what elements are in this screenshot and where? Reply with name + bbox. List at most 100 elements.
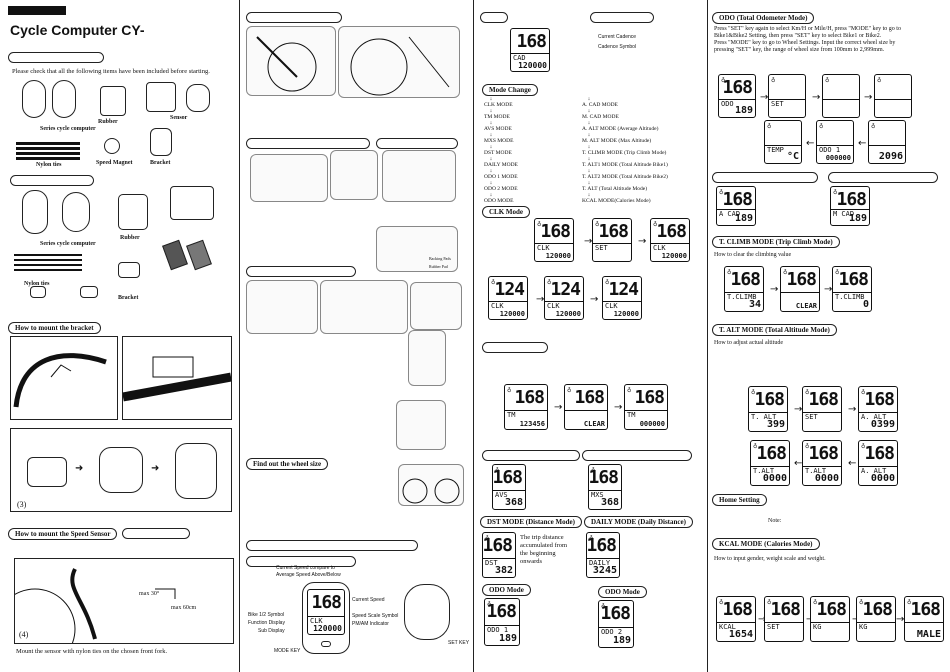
arrow-down-icon: ↓	[587, 120, 591, 126]
lcd-divider	[505, 410, 547, 412]
lcd-function-label: T.CLIMB	[835, 293, 865, 302]
rubber-pad-label: Rubber Pad	[429, 264, 448, 269]
bike-symbol-icon: ♁	[537, 222, 542, 228]
arrow-down-icon: ↓	[587, 156, 591, 162]
lcd-big-value: 168	[808, 389, 838, 410]
lcd-function-label: A. ALT	[861, 467, 887, 476]
bike-symbol-icon: ♁	[595, 222, 600, 228]
handlebar-sketch	[13, 353, 107, 408]
lcd-function-label: MXS	[591, 491, 604, 500]
bracket-diagram-3: ➜ ➜ (3)	[10, 428, 232, 512]
lcd-big-value: 168	[722, 77, 752, 98]
nylon-label: Nylon ties	[24, 281, 50, 287]
bike-symbol-icon: ♁	[771, 78, 776, 84]
lcd-divider	[833, 292, 871, 294]
lcd-function-label: A. ALT	[861, 413, 887, 422]
arrow-down-icon: ↓	[489, 192, 493, 198]
lcd-display: ♁	[822, 74, 860, 118]
lcd-big-value: 168	[722, 189, 752, 210]
lcd-function-label: TM	[627, 411, 636, 420]
lcd-function-label: T.ALT	[805, 467, 827, 476]
bike-symbol-icon: ♁	[819, 124, 824, 130]
rubber-label: Rubber	[120, 235, 140, 241]
home-setting-header: Home Setting	[712, 494, 767, 506]
mode-item: MXS MODE	[484, 138, 514, 144]
lcd-sub-value: 000000	[825, 154, 851, 162]
odo1-header: ODO Mode	[482, 584, 531, 596]
arrow-icon: →	[584, 236, 593, 247]
dst-note: The trip distance	[520, 534, 564, 541]
lcd-sub-value: 1654	[728, 629, 753, 640]
sensor-footer-note: Mount the sensor with nylon ties on the …	[16, 648, 168, 655]
lcd-divider	[545, 301, 583, 303]
legend-label: Speed Scale Symbol	[352, 613, 399, 619]
lcd-big-value: 168	[540, 221, 570, 242]
arrow-icon: ←	[848, 458, 857, 469]
lcd-divider	[869, 145, 905, 147]
pad-sketch: Backing Pads Rubber Pad	[376, 226, 458, 272]
talt-note: How to adjust actual altitude	[714, 340, 783, 346]
computer-back-image	[62, 192, 90, 232]
mode-item: M. CAD MODE	[582, 114, 619, 120]
lcd-display: ♁TEMP°C	[764, 120, 802, 164]
lcd-divider	[603, 301, 641, 303]
bike-symbol-icon: ♁	[877, 78, 882, 84]
lcd-big-value: 168	[770, 599, 800, 620]
arrow-down-icon: ↓	[587, 132, 591, 138]
fork-sketch	[246, 280, 318, 334]
column-1: Cycle Computer CY- Please check that all…	[0, 0, 240, 672]
arrow-icon: →	[760, 92, 769, 103]
pad-image	[162, 239, 188, 271]
lcd-display: ♁SET	[768, 74, 806, 118]
bike-symbol-icon: ♁	[495, 468, 500, 474]
arrow-icon: ←	[806, 138, 815, 149]
bike-symbol-icon: ♁	[719, 190, 724, 196]
step-number: (4)	[19, 630, 29, 639]
lcd-divider	[857, 622, 895, 624]
sensor-label: Sensor	[170, 115, 188, 121]
wheel-sketch	[338, 26, 460, 98]
mode-item: DAILY MODE	[484, 162, 518, 168]
mode-item: KCAL MODE(Calories Mode)	[582, 198, 651, 204]
bike-symbol-icon: ♁	[605, 280, 610, 286]
lcd-function-label: T. ALT	[751, 413, 777, 422]
lcd-divider	[765, 145, 801, 147]
mode-key[interactable]	[321, 641, 331, 647]
bike-symbol-icon: ♁	[653, 222, 658, 228]
lcd-function-label: CLK	[605, 302, 618, 311]
lcd-divider	[589, 490, 621, 492]
lcd-big-value: 124	[608, 279, 638, 300]
contents-intro: Please check that all the following item…	[12, 68, 210, 75]
dst-mode-header: DST MODE (Distance Mode)	[480, 516, 582, 528]
contents-header	[8, 52, 104, 63]
nylon-label: Nylon ties	[36, 162, 62, 168]
lcd-sub-value: MALE	[916, 629, 941, 640]
bike-symbol-icon: ♁	[861, 390, 866, 396]
lcd-big-value: 168	[862, 599, 892, 620]
bike-symbol-icon: ♁	[751, 390, 756, 396]
legend-label: Current Speed	[352, 597, 385, 603]
sensor-image	[170, 186, 214, 220]
lcd-big-value: 168	[514, 387, 544, 408]
lcd-sub-value: 189	[848, 213, 867, 224]
mode-item: ODO MODE	[484, 198, 514, 204]
bike-symbol-icon: ♁	[627, 388, 632, 394]
mount-sensor-header: How to mount the Speed Sensor	[8, 528, 118, 540]
arrow-down-icon: ↓	[587, 180, 591, 186]
bike-symbol-icon: ♁	[833, 190, 838, 196]
lcd-function-label: SET	[767, 623, 780, 632]
lcd-big-value: 168	[574, 387, 604, 408]
lcd-sub: 120000	[313, 624, 342, 633]
lcd-function-label: SET	[805, 413, 818, 422]
lcd-sub-value: 120000	[499, 310, 525, 318]
section-header	[480, 12, 508, 23]
